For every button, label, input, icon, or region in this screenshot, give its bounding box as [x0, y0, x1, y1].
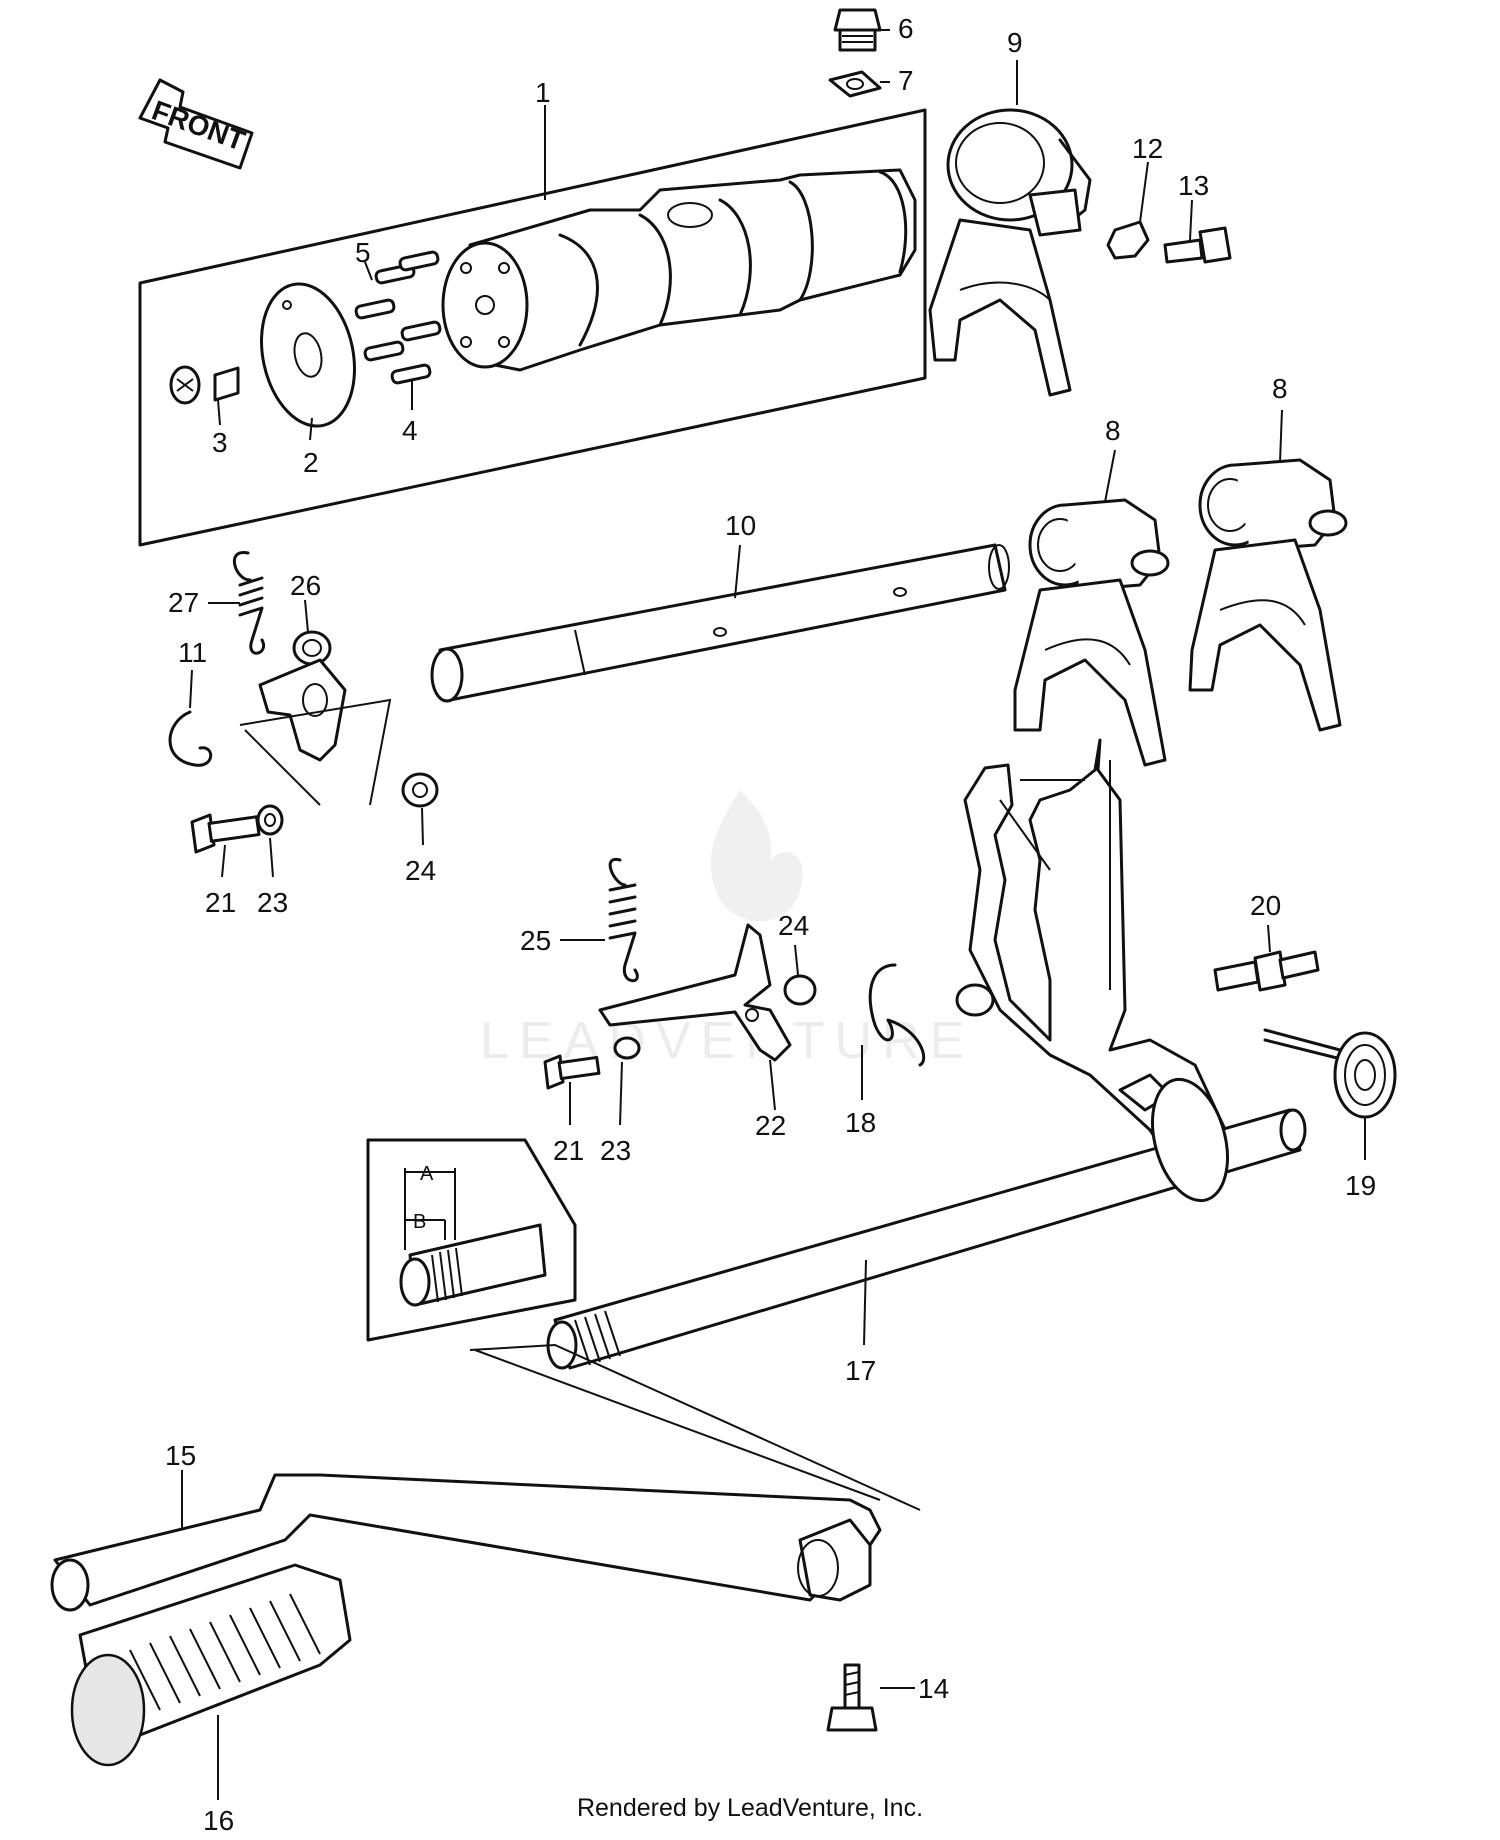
- leader-lines: [181, 29, 1366, 1800]
- callout-16: 16: [203, 1805, 234, 1836]
- callout-19: 19: [1345, 1170, 1376, 1201]
- callout-1: 1: [535, 77, 551, 108]
- shift-pedal-rubber: [70, 1563, 352, 1767]
- callout-11: 11: [178, 637, 207, 668]
- dimension-a-label: A: [420, 1163, 434, 1185]
- callout-24-top: 24: [405, 855, 436, 886]
- watermark: LEADVENTURE: [480, 790, 964, 1070]
- callout-3: 3: [212, 427, 228, 458]
- callout-labels: 1 2 3 4 5 6 7 8 8 9 10 11 12 13 14 15 16…: [165, 13, 1376, 1836]
- pedal-clamp-bolt: [826, 1663, 878, 1732]
- callout-7: 7: [898, 65, 914, 96]
- callout-25: 25: [520, 925, 551, 956]
- callout-8-right: 8: [1272, 373, 1288, 404]
- callout-20: 20: [1250, 890, 1281, 921]
- callout-24-bottom: 24: [778, 910, 809, 941]
- callout-27: 27: [168, 587, 199, 618]
- dimension-b-label: B: [413, 1211, 426, 1233]
- shift-drum-assembly: [138, 108, 927, 547]
- gear-shift-shaft: [546, 1077, 1307, 1370]
- callout-6: 6: [898, 13, 914, 44]
- shift-drum-positioning-parts: [168, 551, 439, 854]
- callout-23-top: 23: [257, 887, 288, 918]
- shift-mechanism-arm-parts: [543, 858, 926, 1090]
- callout-18: 18: [845, 1107, 876, 1138]
- callout-5: 5: [355, 237, 371, 268]
- front-arrow: FRONT: [138, 78, 254, 170]
- callout-9: 9: [1007, 27, 1023, 58]
- shift-drum-stopper: [1106, 220, 1232, 264]
- callout-13: 13: [1178, 170, 1209, 201]
- callout-17: 17: [845, 1355, 876, 1386]
- callout-22: 22: [755, 1110, 786, 1141]
- callout-10: 10: [725, 510, 756, 541]
- callout-12: 12: [1132, 133, 1163, 164]
- shift-fork-8-left: [1013, 498, 1170, 767]
- callout-14: 14: [918, 1673, 949, 1704]
- shift-pedal-lever: [50, 1343, 921, 1612]
- callout-21-bottom: 21: [553, 1135, 584, 1166]
- return-spring-and-pin: [1213, 950, 1397, 1119]
- callout-4: 4: [402, 415, 418, 446]
- shaft-spline-detail: A B: [366, 1138, 577, 1342]
- shift-rod: [430, 543, 1010, 703]
- callout-23-bottom: 23: [600, 1135, 631, 1166]
- drum-stopper-bolt: [828, 8, 882, 98]
- rendered-by-credit: Rendered by LeadVenture, Inc.: [576, 1794, 924, 1822]
- shift-fork-8-right: [1188, 458, 1348, 732]
- shift-fork-9: [928, 108, 1092, 397]
- callout-15: 15: [165, 1440, 196, 1471]
- callout-21-top: 21: [205, 887, 236, 918]
- callout-8-left: 8: [1105, 415, 1121, 446]
- callout-2: 2: [303, 447, 319, 478]
- callout-26: 26: [290, 570, 321, 601]
